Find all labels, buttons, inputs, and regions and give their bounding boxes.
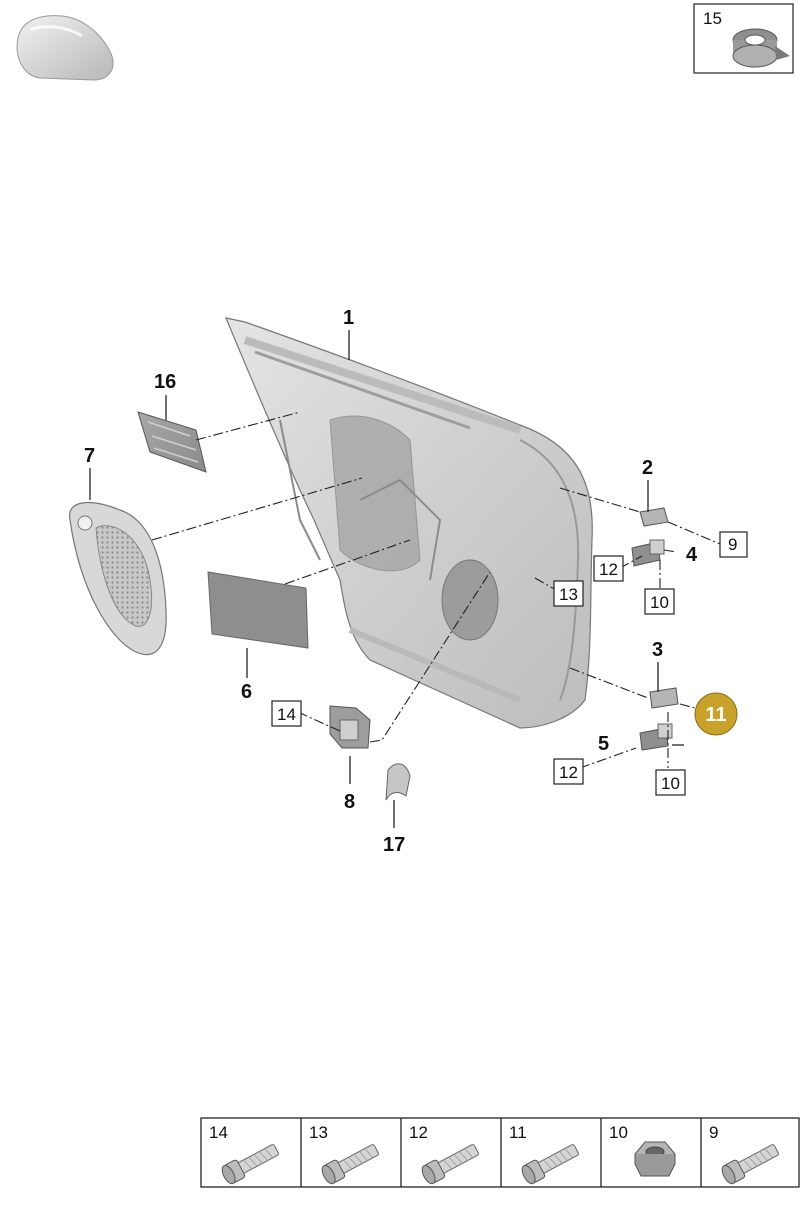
part-7-seal[interactable] [69,502,167,656]
svg-text:12: 12 [559,763,578,782]
label-17: 17 [383,834,405,856]
svg-text:15: 15 [703,9,722,28]
label-3: 3 [652,639,663,661]
callout-11-highlight[interactable]: 11 [694,692,738,736]
label-4: 4 [686,544,698,566]
label-box-12-lower[interactable]: 12 [553,758,584,785]
boxed-labels: 9 12 10 13 14 12 10 11 [271,531,748,796]
svg-text:12: 12 [599,560,618,579]
fastener-label: 10 [609,1123,628,1142]
label-box-13[interactable]: 13 [553,580,584,607]
fastener-label: 12 [409,1123,428,1142]
fastener-cell-13[interactable]: 13 [300,1118,382,1187]
label-box-10-lower[interactable]: 10 [655,769,686,796]
label-box-12-upper[interactable]: 12 [593,555,624,582]
fastener-cell-11[interactable]: 11 [500,1118,582,1187]
label-1: 1 [343,307,354,329]
fastener-label: 11 [509,1123,527,1142]
svg-text:11: 11 [705,704,726,726]
label-5: 5 [598,733,609,755]
svg-text:10: 10 [650,593,669,612]
svg-text:13: 13 [559,585,578,604]
fastener-cell-12[interactable]: 12 [400,1118,482,1187]
part-2-hinge-upper[interactable] [631,507,669,567]
svg-text:9: 9 [728,535,737,554]
part-17-clip[interactable] [385,763,411,801]
label-box-9[interactable]: 9 [719,531,748,558]
svg-text:14: 14 [277,705,296,724]
fastener-cell-14[interactable]: 14 [209,1123,282,1187]
fastener-label: 14 [209,1123,228,1142]
label-box-14[interactable]: 14 [271,700,302,727]
fastener-cell-10[interactable]: 10 [600,1118,676,1187]
tape-roll-icon [732,28,790,68]
fastener-table: 14 13 12 11 10 9 [200,1117,800,1188]
vehicle-thumbnail [16,15,114,81]
leader-lines [89,330,721,828]
label-8: 8 [344,791,355,813]
door-shell-part-1[interactable] [225,317,593,729]
label-box-10-upper[interactable]: 10 [644,588,675,615]
label-6: 6 [241,681,252,703]
fastener-label: 9 [709,1123,718,1142]
nut-icon [634,1141,676,1177]
fastener-label: 13 [309,1123,328,1142]
fastener-cell-9[interactable]: 9 [700,1118,782,1187]
label-7: 7 [84,445,95,467]
svg-text:10: 10 [661,774,680,793]
part-16-bracket[interactable] [137,411,207,473]
label-2: 2 [642,457,653,479]
part-labels: 1 16 7 6 2 4 3 5 8 17 [84,307,698,856]
part-6-pad[interactable] [207,571,309,649]
part-8-check-strap[interactable] [329,705,371,749]
label-16: 16 [154,371,176,393]
part-15-box[interactable]: 15 [693,3,794,74]
